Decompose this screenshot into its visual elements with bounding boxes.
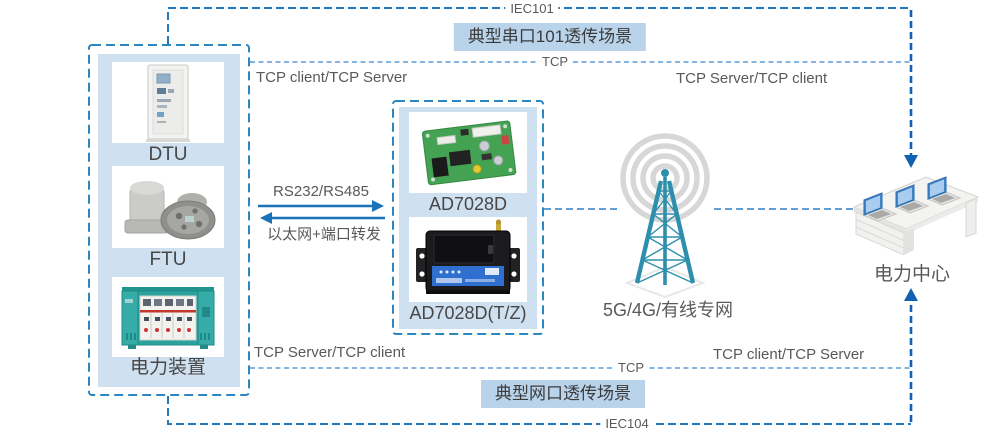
iec101-line bbox=[167, 7, 911, 44]
protocol-label-bottom-right: TCP client/TCP Server bbox=[713, 346, 865, 363]
network-label: 5G/4G/有线专网 bbox=[602, 300, 734, 320]
laptop-icon bbox=[894, 184, 930, 214]
cell-tower-icon bbox=[620, 133, 710, 299]
up-arrow bbox=[904, 288, 918, 422]
laptop-icon bbox=[862, 192, 898, 222]
ad7028d-label: AD7028D bbox=[428, 194, 508, 214]
laptop-icon bbox=[926, 176, 962, 206]
left-group-outline bbox=[88, 44, 250, 396]
ad7028d-tz-image bbox=[416, 219, 520, 294]
power-device-card bbox=[112, 277, 224, 357]
protocol-label-bottom-left: TCP Server/TCP client bbox=[254, 344, 406, 361]
ftu-label: FTU bbox=[149, 249, 187, 270]
serial-arrow bbox=[258, 200, 384, 212]
bottom-scenario-title: 典型网口透传场景 bbox=[481, 380, 645, 408]
iec101-label: IEC101 bbox=[505, 1, 559, 16]
serial-link-label: RS232/RS485 bbox=[273, 183, 369, 200]
tcp-top-label: TCP bbox=[537, 54, 573, 69]
middle-group-outline bbox=[392, 100, 544, 335]
power-device-image bbox=[121, 287, 215, 349]
ftu-card bbox=[112, 166, 224, 248]
ad7028d-tz-card bbox=[409, 217, 527, 302]
top-scenario-title: 典型串口101透传场景 bbox=[453, 23, 647, 51]
ad7028d-card bbox=[409, 112, 527, 193]
protocol-label-top-right: TCP Server/TCP client bbox=[676, 70, 828, 87]
dtu-image bbox=[146, 64, 190, 142]
ad7028d-tz-label: AD7028D(T/Z) bbox=[409, 303, 527, 323]
dtu-label: DTU bbox=[148, 144, 188, 165]
ftu-image bbox=[124, 181, 216, 240]
dtu-card bbox=[112, 62, 224, 143]
down-arrow bbox=[904, 10, 918, 168]
ad7028d-image bbox=[421, 120, 517, 186]
tcp-bottom-label: TCP bbox=[613, 360, 649, 375]
iec104-line bbox=[167, 396, 911, 425]
iec104-label: IEC104 bbox=[600, 416, 654, 431]
protocol-label-top-left: TCP client/TCP Server bbox=[256, 69, 408, 86]
ethernet-link-label: 以太网+端口转发 bbox=[267, 226, 381, 243]
ethernet-arrow bbox=[260, 212, 385, 224]
power-device-label: 电力装置 bbox=[129, 357, 206, 378]
power-center-illustration bbox=[852, 176, 980, 255]
power-center-label: 电力中心 bbox=[873, 264, 951, 285]
